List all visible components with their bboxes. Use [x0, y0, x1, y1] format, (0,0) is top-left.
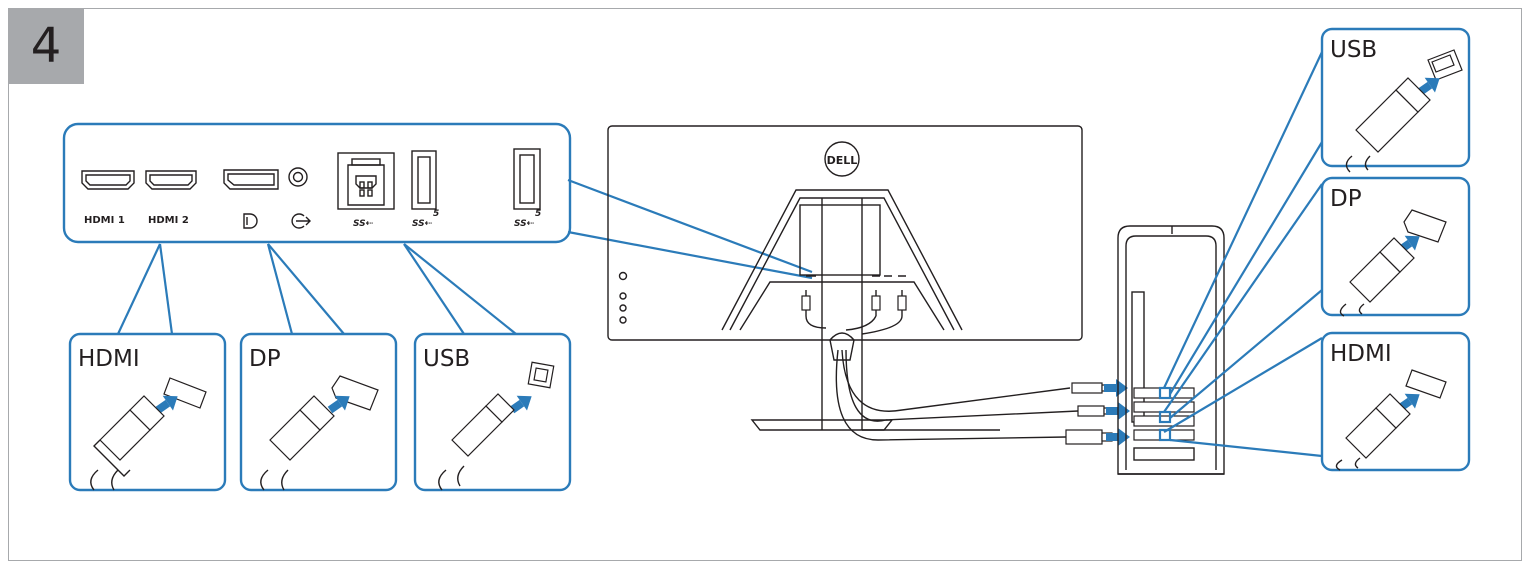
hdmi1-port-icon — [81, 170, 135, 190]
monitor-rear: DELL — [607, 125, 1083, 341]
callout-usb-right-label: USB — [1330, 37, 1377, 63]
displayport-cable-icon — [260, 375, 379, 491]
pc-tower — [1117, 225, 1225, 475]
callout-hdmi-right: HDMI — [1320, 331, 1471, 472]
usb-a-cable-icon — [1345, 49, 1463, 173]
callout-usb-left-label: USB — [423, 346, 470, 372]
callout-hdmi-left: HDMI — [68, 332, 227, 492]
callout-dp-left: DP — [239, 332, 398, 492]
dell-logo-text: DELL — [827, 154, 858, 167]
displayport-port-icon — [223, 169, 279, 190]
callout-usb-right: USB — [1320, 27, 1471, 173]
dell-logo: DELL — [824, 141, 860, 177]
hdmi2-port-label: HDMI 2 — [148, 215, 189, 226]
usb-downstream-1-label: SS⇠ — [412, 219, 432, 229]
port-panel: HDMI 1 HDMI 2 — [62, 122, 572, 244]
hdmi2-port-icon — [145, 170, 197, 190]
usb-a-port-icon-1 — [411, 150, 437, 210]
monitor-buttons — [618, 271, 628, 324]
usb-downstream-1-superscript: 5 — [433, 209, 439, 219]
usb-a-port-icon-2 — [513, 148, 541, 210]
hdmi1-port-label: HDMI 1 — [84, 215, 125, 226]
hdmi-cable-icon-right — [1335, 369, 1447, 471]
hdmi-cable-icon — [90, 377, 207, 491]
pc-to-callout-lines — [1163, 51, 1323, 458]
callout-dp-right-label: DP — [1330, 186, 1362, 212]
audio-out-symbol-icon — [291, 213, 311, 229]
usb-b-cable-icon — [438, 361, 555, 491]
callout-hdmi-right-label: HDMI — [1330, 341, 1392, 367]
displayport-cable-icon-right — [1339, 209, 1447, 317]
hdmi-cable-plug-icon — [1065, 429, 1113, 445]
usb-downstream-2-superscript: 5 — [535, 209, 541, 219]
displayport-symbol-icon — [243, 213, 258, 229]
usb-downstream-2-label: SS⇠ — [514, 219, 534, 229]
monitor-to-pc-cables — [835, 349, 1130, 446]
step-number-badge: 4 — [8, 8, 84, 84]
panel-to-callout-lines — [117, 243, 517, 335]
diagram-frame — [8, 8, 1522, 561]
audio-jack-icon — [288, 167, 308, 187]
callout-dp-left-label: DP — [249, 346, 281, 372]
callout-usb-left: USB — [413, 332, 572, 492]
callout-dp-right: DP — [1320, 176, 1471, 317]
usb-upstream-label: SS⇠ — [353, 219, 373, 229]
callout-hdmi-left-label: HDMI — [78, 346, 140, 372]
usb-b-port-icon — [337, 152, 395, 210]
